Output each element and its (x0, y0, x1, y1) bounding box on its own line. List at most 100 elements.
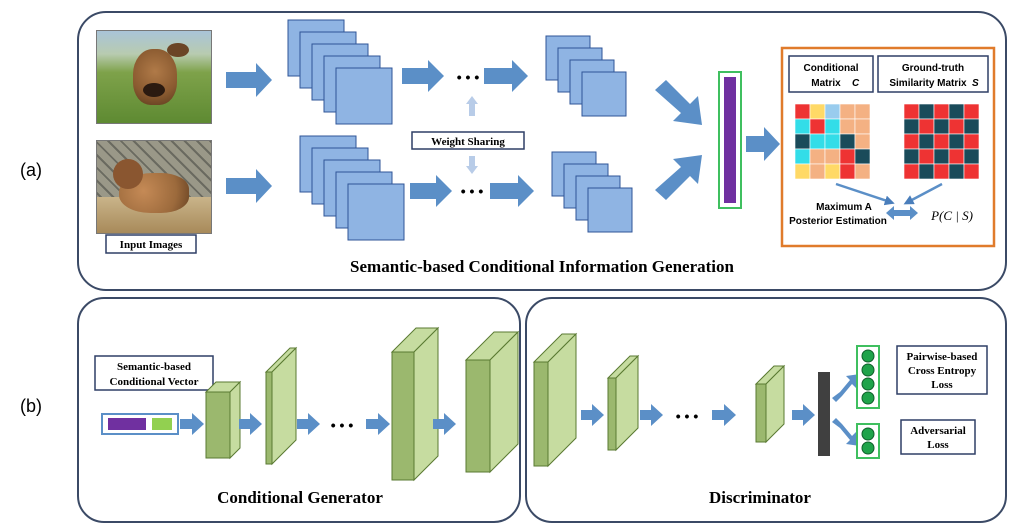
heatmap-cell (794, 103, 811, 120)
arrow-dots-top (484, 60, 528, 92)
heatmap-cell (963, 133, 980, 150)
heatmap-cell (839, 118, 856, 135)
panel-a-title: Semantic-based Conditional Information G… (350, 257, 734, 276)
dog-1-ear (167, 43, 189, 57)
cnn-small-stack-top (545, 35, 627, 117)
generator-title: Conditional Generator (217, 488, 383, 507)
cnn-small-stack-bottom (551, 151, 633, 233)
heatmap-cell (854, 148, 871, 165)
gen-arrow-2 (239, 413, 262, 435)
panel-b-arrows (180, 374, 860, 446)
heatmap-cell (963, 103, 980, 120)
pairwise-loss-2: Cross Entropy (908, 365, 977, 377)
disc-arrow-1 (581, 404, 604, 426)
similarity-matrix-symbol: S (972, 78, 979, 89)
layer-front-face (533, 361, 549, 467)
heatmap-cell (824, 148, 841, 165)
heatmap-cell (918, 103, 935, 120)
similarity-matrix-heatmap (903, 103, 980, 180)
heatmap-cell (948, 133, 965, 150)
input-image-dog-2 (96, 140, 212, 234)
feature-map (587, 187, 633, 233)
heatmap-cell (963, 148, 980, 165)
posterior-formula: P(C | S) (930, 208, 973, 223)
dog-2-head (113, 159, 143, 189)
panel-b-tag: (b) (20, 396, 42, 416)
heatmap-cell (794, 163, 811, 180)
heatmap-cell (809, 148, 826, 165)
heatmap-cell (809, 133, 826, 150)
heatmap-cell (948, 148, 965, 165)
arrow-img-top (226, 63, 272, 97)
weight-sharing-box (411, 131, 525, 150)
weight-sharing-arrows (466, 96, 478, 174)
adversarial-loss-box (900, 419, 976, 455)
arrow-to-matrix (746, 127, 780, 161)
conditional-matrix-title-box (788, 55, 874, 93)
gen-arrow-4 (366, 413, 390, 435)
disc-arrow-up (832, 374, 860, 402)
layer-side-face (229, 380, 241, 460)
conditional-vector-label-1: Semantic-based (117, 361, 191, 373)
discriminator-title: Discriminator (709, 488, 811, 507)
heatmap-cell (903, 163, 920, 180)
heatmap-cell (933, 118, 950, 135)
heatmap-cell (809, 118, 826, 135)
disc-ellipsis: • • • (676, 408, 699, 424)
heatmap-cell (824, 103, 841, 120)
conditional-matrix-symbol: C (852, 78, 860, 89)
layer-front-face (391, 351, 415, 481)
arrow-to-vector-bottom (655, 155, 702, 200)
disc-arrow-down (832, 418, 860, 446)
map-label-2: Posterior Estimation (789, 216, 887, 227)
heatmap-cell (918, 148, 935, 165)
heatmap-cell (918, 163, 935, 180)
heatmap-cell (948, 103, 965, 120)
heatmap-cell (948, 163, 965, 180)
layer-front-face (205, 391, 231, 459)
arrow-dots-bottom (490, 175, 534, 207)
similarity-matrix-title-1: Ground-truth (902, 63, 964, 74)
input-label-box (105, 234, 197, 254)
cnn-stack-bottom (299, 135, 405, 241)
heatmap-cell (933, 133, 950, 150)
heatmap-cell (824, 133, 841, 150)
layer-front-face (755, 383, 767, 443)
generator-layers (204, 326, 520, 482)
heatmap-cell (933, 103, 950, 120)
conditional-vector-purple (108, 418, 146, 430)
heatmap-cell (824, 118, 841, 135)
disc-arrow-4 (792, 404, 815, 426)
weight-sharing-label: Weight Sharing (431, 136, 505, 148)
input-image-dog-1 (96, 30, 212, 124)
pairwise-loss-3: Loss (931, 379, 953, 391)
heatmap-cell (903, 103, 920, 120)
layer-side-face (413, 326, 439, 482)
gen-arrow-5 (433, 413, 456, 435)
heatmap-cell (918, 133, 935, 150)
map-double-arrow (886, 206, 918, 220)
arrow-img-bottom (226, 169, 272, 203)
map-label-1: Maximum A (816, 202, 872, 213)
cnn-stack-top (287, 19, 393, 125)
arrow-stack-bottom (410, 175, 452, 207)
conditional-matrix-title-2: Matrix (811, 78, 841, 89)
heatmap-cell (839, 103, 856, 120)
heatmap-cell (839, 163, 856, 180)
panel-a-tag: (a) (20, 160, 42, 180)
discriminator-output-bar (818, 372, 830, 456)
adversarial-output-nodes (861, 427, 875, 455)
feature-map (335, 67, 393, 125)
feature-map (581, 71, 627, 117)
conditional-vector-green (152, 418, 172, 430)
feature-map (347, 183, 405, 241)
conditional-matrix-heatmap (794, 103, 871, 180)
heatmap-cell (963, 118, 980, 135)
feature-vector (724, 77, 736, 203)
heatmap-cell (809, 163, 826, 180)
gen-ellipsis: • • • (331, 417, 354, 433)
heatmap-cell (794, 133, 811, 150)
heatmap-cell (948, 118, 965, 135)
heatmap-cell (903, 118, 920, 135)
arrow-sim-to-map (903, 182, 943, 205)
